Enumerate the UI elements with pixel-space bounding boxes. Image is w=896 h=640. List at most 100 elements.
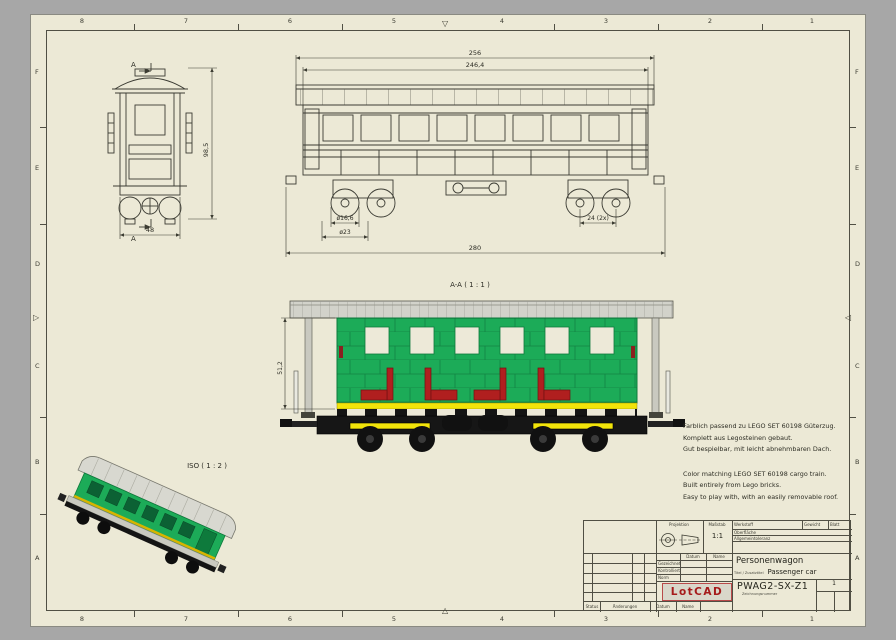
note-line: Farblich passend zu LEGO SET 60198 Güter… bbox=[683, 422, 836, 430]
grid-col-label: 5 bbox=[391, 17, 397, 25]
svg-text:246,4: 246,4 bbox=[466, 61, 485, 69]
section-chassis bbox=[280, 415, 685, 452]
grid-col-label: 7 bbox=[183, 17, 189, 25]
titleblock-small-field: Oberfläche bbox=[734, 530, 756, 535]
bottom-row-changes: Änderungen bbox=[612, 604, 638, 609]
grid-col-label: 8 bbox=[79, 17, 85, 25]
row-label-drawn: Gezeichnet bbox=[658, 561, 681, 566]
iso-train bbox=[57, 456, 236, 574]
col-header-name: Name bbox=[713, 554, 725, 559]
titleblock-small-field: Gewicht bbox=[804, 522, 821, 527]
centre-mark-icon: ◁ bbox=[845, 313, 852, 322]
svg-text:256: 256 bbox=[469, 49, 481, 57]
grid-col-label: 3 bbox=[603, 17, 609, 25]
grid-col-label: 7 bbox=[183, 615, 189, 623]
grid-col-label: 2 bbox=[707, 615, 713, 623]
border-tick bbox=[658, 611, 659, 617]
titleblock-small-field: Blatt bbox=[830, 522, 840, 527]
projection-label: Projektion bbox=[669, 522, 689, 527]
grid-row-label: E bbox=[855, 164, 860, 172]
border-tick bbox=[850, 224, 856, 225]
car-side-outline bbox=[285, 84, 665, 218]
section-stripe bbox=[336, 402, 638, 416]
border-tick bbox=[134, 611, 135, 617]
front-view-dimensions: 98,5 48 bbox=[119, 67, 217, 239]
border-tick bbox=[554, 24, 555, 30]
grid-row-label: D bbox=[35, 260, 41, 268]
side-view-drawing: 256 246,4 bbox=[285, 49, 666, 257]
title-block: Projektion Maßstab 1:1 Werkstoff Gewicht… bbox=[583, 520, 852, 612]
border-tick bbox=[238, 611, 239, 617]
border-tick bbox=[40, 127, 46, 128]
drawing-number-label: Zeichnungsnummer bbox=[742, 592, 778, 596]
note-line: Gut bespielbar, mit leicht abnehmbaren D… bbox=[683, 445, 832, 454]
scale-value: 1:1 bbox=[711, 532, 724, 540]
border-tick bbox=[850, 127, 856, 128]
border-tick bbox=[850, 514, 856, 515]
side-view-dimensions-bottom: ø16,6 ø23 24 (2x) 280 bbox=[285, 187, 666, 257]
bottom-row-name: Name bbox=[682, 604, 694, 609]
grid-row-label: A bbox=[855, 554, 860, 562]
svg-text:280: 280 bbox=[469, 244, 481, 252]
bottom-row-date: Datum bbox=[656, 604, 670, 609]
drawing-frame bbox=[46, 30, 850, 611]
border-tick bbox=[40, 417, 46, 418]
grid-row-label: B bbox=[35, 458, 40, 466]
drawing-number: PWAG2-SX-Z1 bbox=[737, 581, 809, 592]
note-line: Komplett aus Legosteinen gebaut. bbox=[683, 433, 793, 442]
section-cut-mark-top: A bbox=[131, 61, 152, 74]
iso-label: ISO ( 1 : 2 ) bbox=[187, 462, 227, 470]
grid-col-label: 4 bbox=[499, 17, 505, 25]
drawing-notes: Farblich passend zu LEGO SET 60198 Güter… bbox=[683, 421, 863, 504]
svg-text:A: A bbox=[131, 61, 136, 69]
grid-row-label: F bbox=[35, 68, 39, 76]
border-tick bbox=[762, 611, 763, 617]
border-tick bbox=[40, 224, 46, 225]
svg-text:A: A bbox=[131, 235, 136, 243]
car-end-outline bbox=[107, 68, 193, 225]
svg-text:48: 48 bbox=[146, 226, 154, 234]
svg-text:24 (2x): 24 (2x) bbox=[587, 215, 609, 222]
section-seats bbox=[360, 367, 571, 401]
section-view-drawing: A-A ( 1 : 1 ) bbox=[277, 281, 685, 452]
centre-mark-icon: △ bbox=[442, 606, 449, 615]
svg-text:ø16,6: ø16,6 bbox=[336, 215, 353, 222]
front-view-drawing: A bbox=[107, 61, 217, 243]
grid-col-label: 6 bbox=[287, 615, 293, 623]
grid-col-label: 8 bbox=[79, 615, 85, 623]
grid-col-label: 1 bbox=[809, 17, 815, 25]
section-cut-mark-bottom: A bbox=[131, 219, 152, 243]
col-header-date: Datum bbox=[686, 554, 700, 559]
section-dimension: 51,2 bbox=[277, 317, 335, 410]
grid-row-label: F bbox=[855, 68, 859, 76]
grid-row-label: E bbox=[35, 164, 40, 172]
company-logo: LotCAD bbox=[662, 583, 732, 601]
grid-col-label: 6 bbox=[287, 17, 293, 25]
border-tick bbox=[850, 417, 856, 418]
row-label-checked: Kontrolliert bbox=[658, 568, 680, 573]
border-tick bbox=[342, 611, 343, 617]
note-line: Color matching LEGO SET 60198 cargo trai… bbox=[683, 469, 827, 478]
titleblock-small-field: Werkstoff bbox=[734, 522, 753, 527]
section-roof bbox=[289, 300, 674, 319]
note-line: Easy to play with, with an easily remova… bbox=[683, 492, 839, 501]
border-tick bbox=[238, 24, 239, 30]
iso-view-drawing: ISO ( 1 : 2 ) bbox=[57, 456, 236, 574]
border-tick bbox=[762, 24, 763, 30]
grid-row-label: C bbox=[35, 362, 40, 370]
grid-row-label: D bbox=[855, 260, 861, 268]
drawing-subtitle: Passenger car bbox=[767, 568, 817, 576]
first-angle-projection-icon bbox=[659, 533, 701, 547]
section-label: A-A ( 1 : 1 ) bbox=[450, 281, 490, 289]
grid-row-label: A bbox=[35, 554, 40, 562]
grid-row-label: C bbox=[855, 362, 860, 370]
grid-col-label: 3 bbox=[603, 615, 609, 623]
section-end-posts bbox=[293, 317, 671, 418]
border-tick bbox=[134, 24, 135, 30]
grid-col-label: 2 bbox=[707, 17, 713, 25]
grid-col-label: 4 bbox=[499, 615, 505, 623]
grid-row-label: B bbox=[855, 458, 860, 466]
titleblock-small-field: Allgemeintoleranz bbox=[734, 536, 771, 541]
scale-label: Maßstab bbox=[708, 522, 726, 527]
